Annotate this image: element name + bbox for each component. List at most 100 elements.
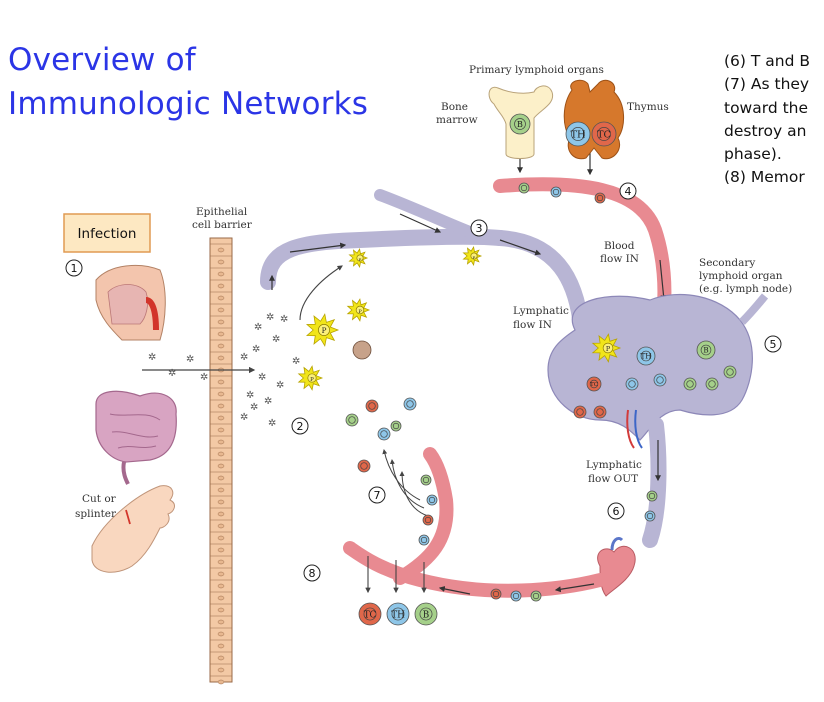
cell-label: TH xyxy=(391,610,405,620)
blood-flow-label-1: Blood xyxy=(604,240,635,252)
cell-label: P xyxy=(473,255,476,260)
memory-th-cell-icon: TH xyxy=(386,602,410,626)
th-cell-icon xyxy=(418,534,430,546)
flow-arrow-icon xyxy=(289,242,347,253)
step-number: 3 xyxy=(476,222,483,235)
th-cell-icon: TH xyxy=(565,121,591,147)
pathogen-icon: ✲ xyxy=(168,368,176,379)
cell-label: B xyxy=(423,610,429,620)
blood-vessel-up xyxy=(393,447,454,585)
cell-label: B xyxy=(517,120,523,129)
step-number: 1 xyxy=(71,262,78,275)
step-number: 2 xyxy=(297,420,304,433)
cut-label-2: splinter xyxy=(75,508,117,520)
pathogen-icon: ✲ xyxy=(264,396,272,407)
note-line: (6) T and B xyxy=(724,52,810,70)
tc-cell-icon: TC xyxy=(586,376,602,392)
antigen-presenting-cell-icon: P xyxy=(297,365,324,391)
pathogen-icon: ✲ xyxy=(268,418,276,429)
cell-label: P xyxy=(322,326,327,335)
tc-cell-icon xyxy=(365,399,379,413)
b-cell-icon xyxy=(530,590,542,602)
secondary-organ-label-1: Secondary xyxy=(699,257,755,269)
notes-text: (6) T and B (7) As they toward the destr… xyxy=(724,50,824,190)
cell-label: TH xyxy=(640,352,651,361)
node-blood-vessel-blue xyxy=(634,409,643,449)
pathogen-icon: ✲ xyxy=(280,314,288,325)
note-line: destroy an xyxy=(724,121,807,140)
blood-flow-arrow-icon xyxy=(659,259,667,302)
memory-b-cell-icon: B xyxy=(414,602,438,626)
apc-migration-arrow-icon xyxy=(299,265,343,321)
tc-cell-icon xyxy=(357,459,371,473)
antigen-presenting-cell-icon: P xyxy=(305,313,340,347)
flow-arrow-icon xyxy=(399,213,442,233)
pathogen-icon: ✲ xyxy=(240,352,248,363)
note-line: phase). xyxy=(724,145,782,164)
b-cell-icon xyxy=(723,365,737,379)
b-cell-icon xyxy=(390,420,402,432)
th-cell-icon: TH xyxy=(636,346,656,366)
cell-label: TC xyxy=(597,130,611,141)
pathogen-particles: ✲✲✲✲✲✲✲✲✲✲✲✲✲✲✲✲✲✲ xyxy=(148,312,300,429)
tc-cell-icon xyxy=(490,588,502,600)
th-cell-icon xyxy=(644,510,656,522)
heart-icon xyxy=(597,536,636,597)
step-number: 8 xyxy=(309,567,316,580)
tc-cell-icon xyxy=(594,192,606,204)
step-marker-8: 8 xyxy=(303,564,321,582)
flow-arrow-icon xyxy=(438,585,471,595)
flow-arrow-icon xyxy=(499,239,542,256)
note-line: (7) As they xyxy=(724,75,810,94)
flow-arrow-icon xyxy=(554,583,595,593)
step-number: 6 xyxy=(613,505,620,518)
pathogen-icon: ✲ xyxy=(148,352,156,363)
tc-cell-icon: TC xyxy=(591,121,617,147)
cell-label: TC xyxy=(590,382,598,388)
lymphatic-out-label-1: Lymphatic xyxy=(586,459,642,471)
step-marker-6: 6 xyxy=(607,502,625,520)
pathogen-icon: ✲ xyxy=(292,356,300,367)
lymphatic-out-label-2: flow OUT xyxy=(588,473,638,485)
pathogen-icon: ✲ xyxy=(240,412,248,423)
step-marker-7: 7 xyxy=(368,486,386,504)
step-number: 4 xyxy=(625,185,632,198)
th-cell-icon xyxy=(510,590,522,602)
pathogen-icon: ✲ xyxy=(272,334,280,345)
step-number: 5 xyxy=(770,338,777,351)
hand-illustration xyxy=(91,485,175,573)
blood-vessel-out xyxy=(343,541,607,598)
step-number: 7 xyxy=(374,489,381,502)
efferent-vessel xyxy=(739,293,769,325)
th-cell-icon xyxy=(550,186,562,198)
b-cell-icon xyxy=(420,474,432,486)
head-illustration xyxy=(95,264,166,341)
lymphatic-in-label-1: Lymphatic xyxy=(513,305,569,317)
b-cell-icon: B xyxy=(696,340,716,360)
intestine-illustration xyxy=(95,390,177,485)
thymus-label: Thymus xyxy=(627,101,669,113)
pathogen-icon: ✲ xyxy=(276,380,284,391)
tc-cell-icon xyxy=(573,405,587,419)
cell-label: P xyxy=(606,346,611,353)
lymphatic-vessel-out xyxy=(642,417,667,548)
primary-organs-label: Primary lymphoid organs xyxy=(469,64,604,76)
step-marker-2: 2 xyxy=(291,417,309,435)
lymphatic-in-label-2: flow IN xyxy=(513,319,552,331)
note-line: toward the xyxy=(724,98,809,117)
pathogen-icon: ✲ xyxy=(266,312,274,323)
cell-label: P xyxy=(310,377,314,383)
infection-label: Infection xyxy=(78,226,137,242)
blood-flow-label-2: flow IN xyxy=(600,253,639,265)
antigen-presenting-cell-icon: P xyxy=(462,246,483,266)
title-line-1: Overview of xyxy=(8,42,196,78)
step-marker-5: 5 xyxy=(764,335,782,353)
th-cell-icon xyxy=(377,427,391,441)
bone-marrow-label-2: marrow xyxy=(436,114,478,126)
node-blood-vessel-red xyxy=(626,409,635,449)
cell-label: TC xyxy=(364,610,377,620)
step-marker-3: 3 xyxy=(470,219,488,237)
cut-label-1: Cut or xyxy=(82,493,117,505)
pathogen-icon: ✲ xyxy=(246,390,254,401)
